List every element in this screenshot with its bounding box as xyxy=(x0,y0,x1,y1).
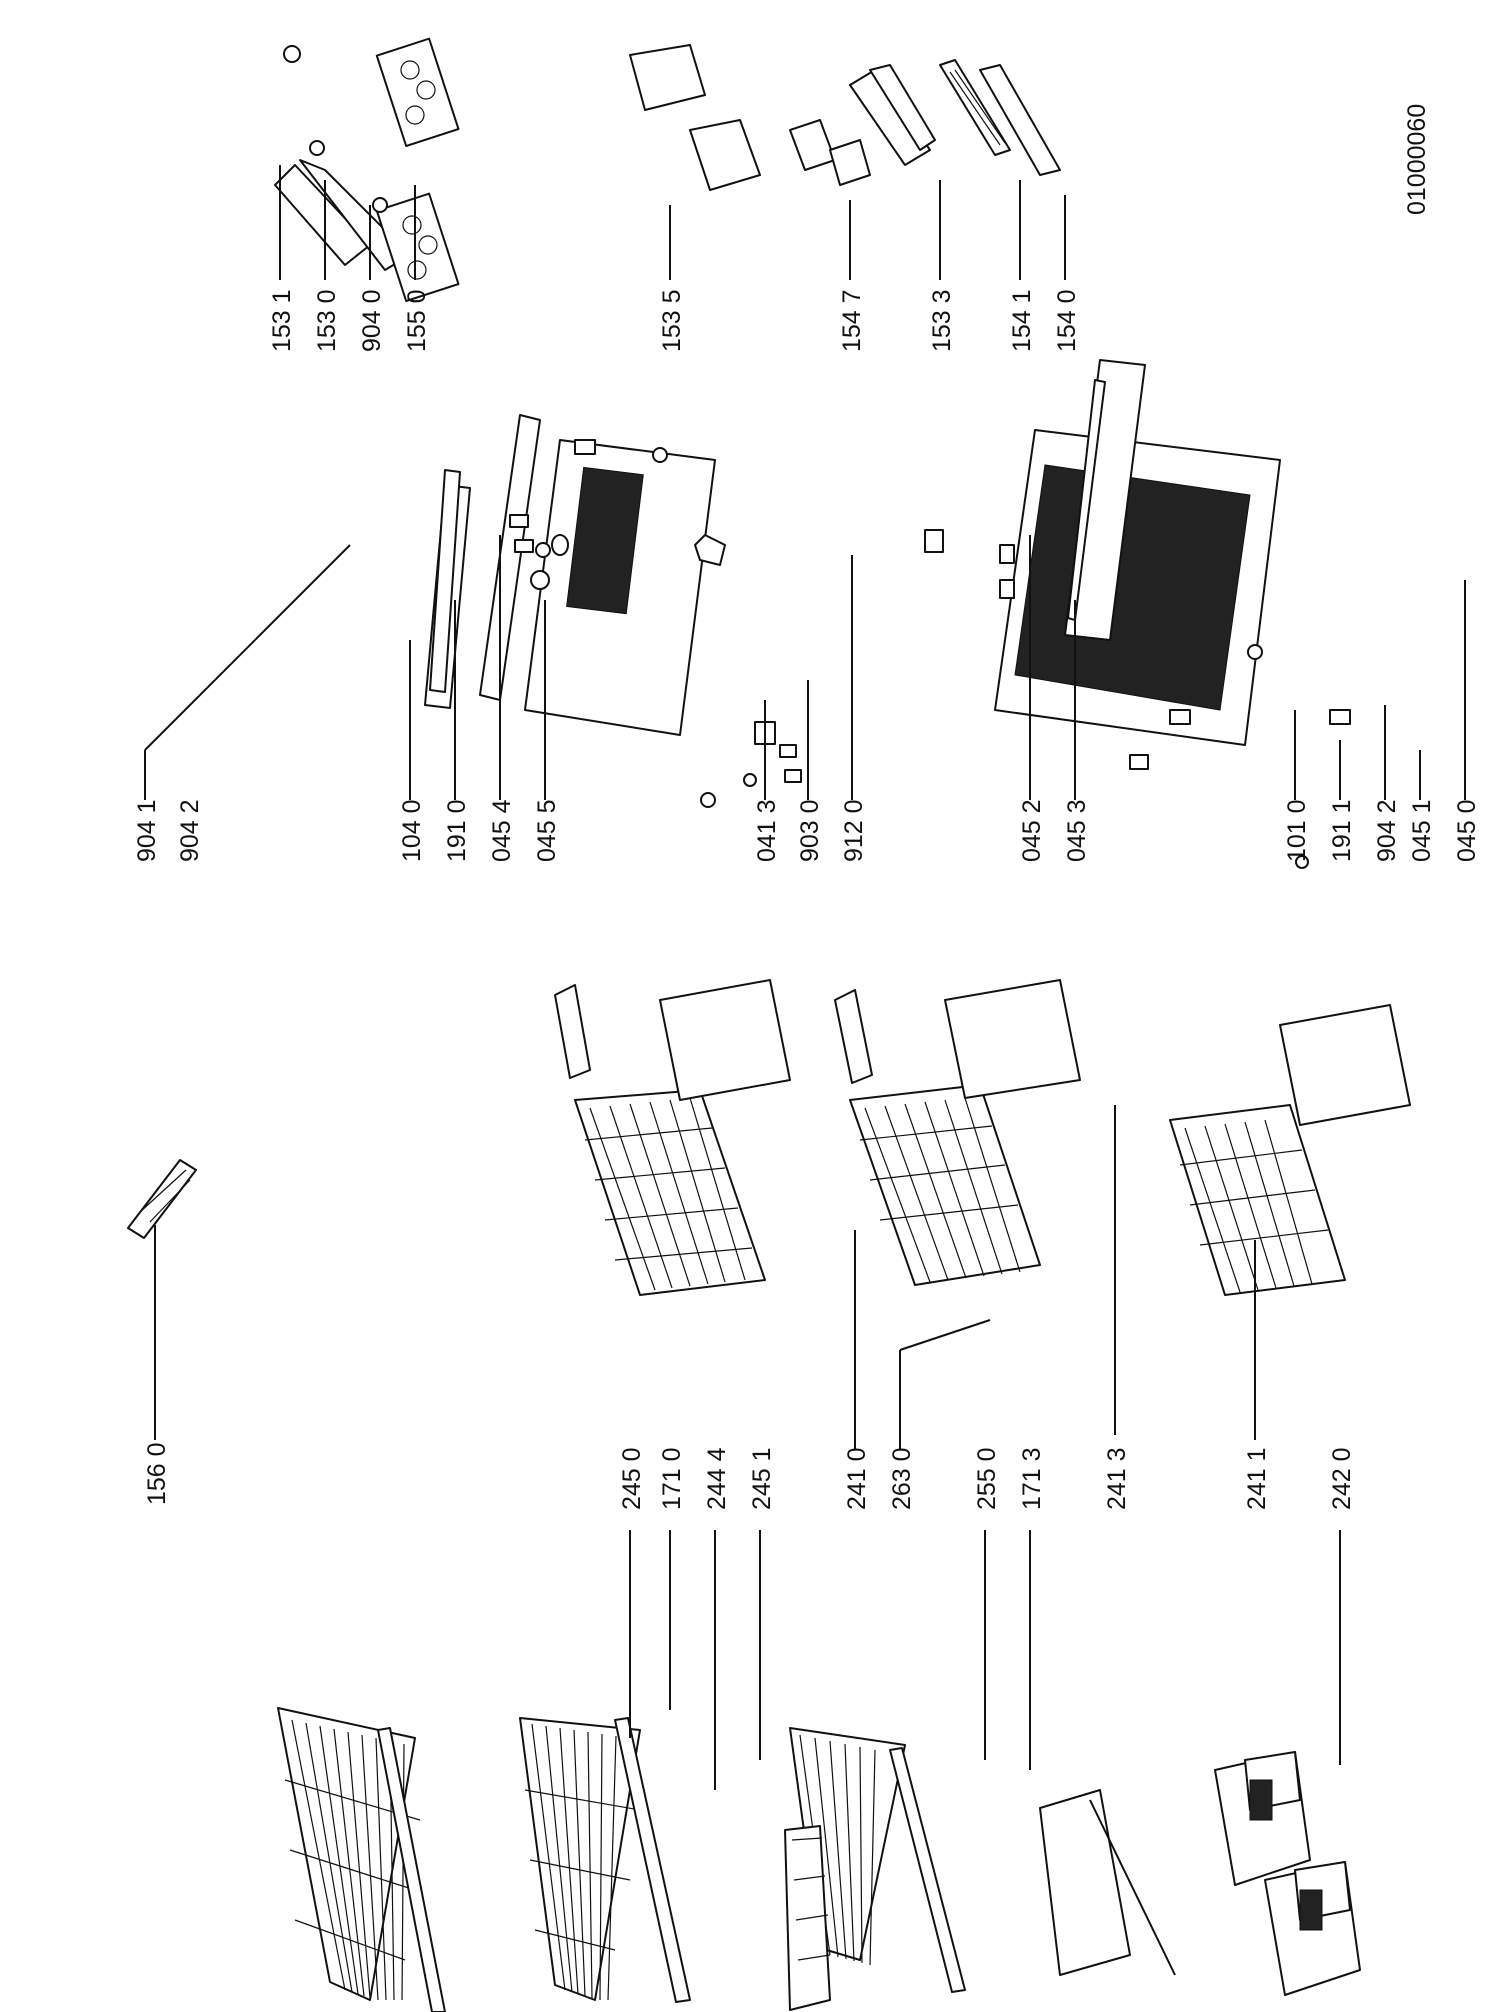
label-045-0: 045 0 xyxy=(1453,799,1481,862)
label-045-5: 045 5 xyxy=(533,799,561,862)
label-912-0: 912 0 xyxy=(840,799,868,862)
label-263-0: 263 0 xyxy=(888,1447,916,1510)
door-rack-egg-trays-part xyxy=(274,37,460,302)
label-154-0: 154 0 xyxy=(1053,289,1081,352)
label-191-0: 191 0 xyxy=(443,799,471,862)
wire-shelf-top xyxy=(277,1707,446,2012)
label-045-1: 045 1 xyxy=(1408,799,1436,862)
label-171-3: 171 3 xyxy=(1018,1447,1046,1510)
wire-basket-middle xyxy=(834,979,1081,1286)
label-255-0: 255 0 xyxy=(973,1447,1001,1510)
label-156-0: 156 0 xyxy=(143,1442,171,1505)
label-904-0: 904 0 xyxy=(358,289,386,352)
door-bins-part xyxy=(629,44,1061,191)
wire-basket-lower xyxy=(1169,1004,1411,1296)
label-903-0: 903 0 xyxy=(796,799,824,862)
label-242-0: 242 0 xyxy=(1328,1447,1356,1510)
drawing-code: 01000060 xyxy=(1403,104,1431,215)
drawer-baskets-part xyxy=(1214,1751,1361,1996)
upper-door-part xyxy=(424,414,716,736)
ice-cube-tray-part xyxy=(127,1159,197,1239)
label-241-3: 241 3 xyxy=(1103,1447,1131,1510)
label-154-1: 154 1 xyxy=(1008,289,1036,352)
label-045-2: 045 2 xyxy=(1018,799,1046,862)
label-244-4: 244 4 xyxy=(703,1447,731,1510)
leader-lines xyxy=(144,165,1466,1790)
label-153-1: 153 1 xyxy=(268,289,296,352)
label-155-0: 155 0 xyxy=(403,289,431,352)
label-153-3: 153 3 xyxy=(928,289,956,352)
label-154-7: 154 7 xyxy=(838,289,866,352)
wire-basket-upper xyxy=(554,979,791,1296)
label-241-1: 241 1 xyxy=(1243,1447,1271,1510)
label-191-1: 191 1 xyxy=(1328,799,1356,862)
label-904-2-lower: 904 2 xyxy=(1373,799,1401,862)
label-153-5: 153 5 xyxy=(658,289,686,352)
glass-shelf-part xyxy=(1039,1789,1176,1976)
hinge-and-screw-parts xyxy=(509,439,1351,869)
lower-door-part xyxy=(994,359,1281,746)
label-171-0: 171 0 xyxy=(658,1447,686,1510)
label-041-3: 041 3 xyxy=(753,799,781,862)
label-045-3: 045 3 xyxy=(1063,799,1091,862)
wire-shelf-middle xyxy=(519,1717,691,2003)
label-101-0: 101 0 xyxy=(1283,799,1311,862)
wire-shelf-with-tray xyxy=(784,1727,966,2011)
label-245-1: 245 1 xyxy=(748,1447,776,1510)
label-153-0: 153 0 xyxy=(313,289,341,352)
label-904-2-upper: 904 2 xyxy=(176,799,204,862)
label-904-1: 904 1 xyxy=(133,799,161,862)
label-241-0: 241 0 xyxy=(843,1447,871,1510)
label-104-0: 104 0 xyxy=(398,799,426,862)
part-labels: 156 0 245 0 171 0 244 4 245 1 241 0 263 … xyxy=(133,104,1481,1510)
label-045-4: 045 4 xyxy=(488,799,516,862)
label-245-0: 245 0 xyxy=(618,1447,646,1510)
